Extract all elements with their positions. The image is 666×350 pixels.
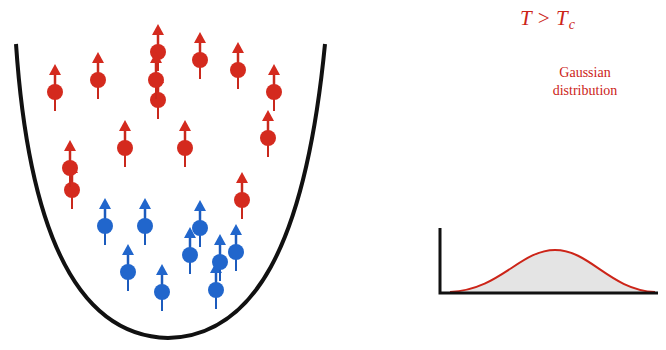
distribution-fill [450,250,655,292]
spin-particle [234,172,250,219]
spin-particle [120,244,136,291]
spin-particle [230,42,246,89]
spin-particle [260,110,276,157]
spin-particle [62,140,78,187]
spin-particle [150,24,166,71]
subscript-label: c [569,17,575,33]
spin-particle [212,234,228,281]
spin-particle [182,227,198,274]
spin-particle [148,52,164,99]
spin-particle [266,64,282,111]
gaussian-curve [450,250,655,292]
plot-axes [440,228,658,293]
spin-particle [117,120,133,167]
trap-potential [16,44,325,338]
spin-particle [90,52,106,99]
temperature-label: T > T [520,6,568,31]
spin-particle [47,64,63,111]
spin-particle [177,120,193,167]
spin-particle [97,198,113,245]
spin-particle [154,264,170,311]
spin-particle [192,200,208,247]
spin-particle [192,32,208,79]
distribution-label: Gaussian distribution [535,64,635,100]
spin-particle [137,198,153,245]
spin-particle [228,224,244,271]
